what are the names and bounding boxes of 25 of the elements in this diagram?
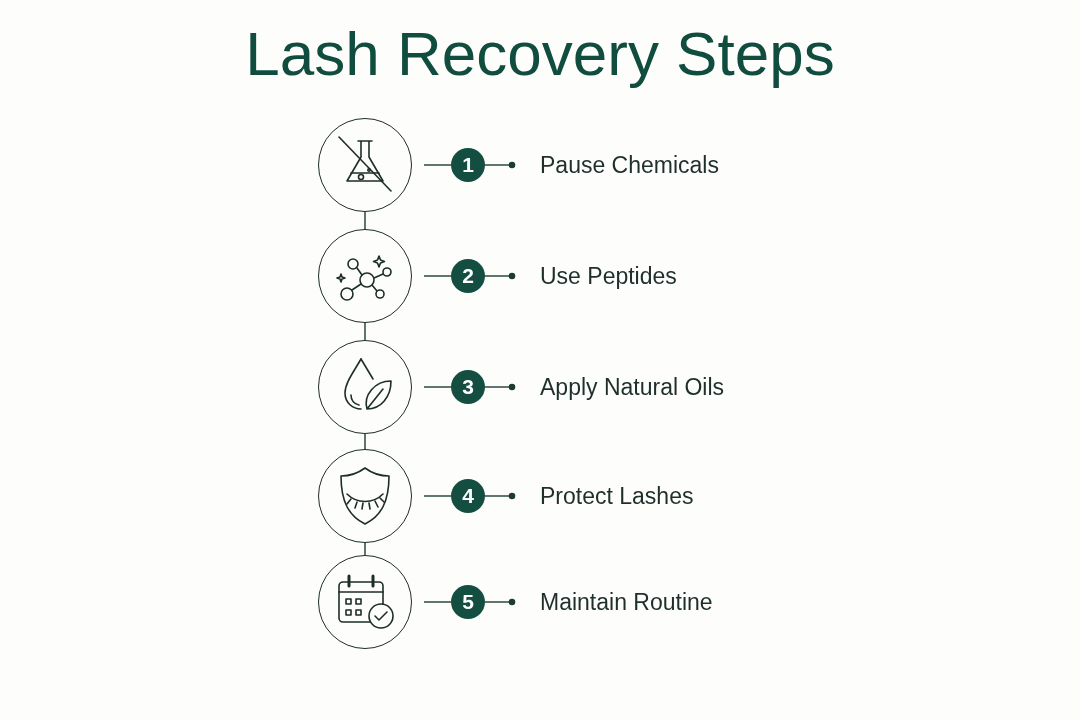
connector-line [423, 601, 452, 603]
step-label: Maintain Routine [539, 588, 713, 616]
dot-connector [484, 492, 516, 500]
connector-line [364, 322, 366, 341]
step-number: 4 [451, 479, 485, 513]
dot-connector [484, 383, 516, 391]
step-number: 2 [451, 259, 485, 293]
dot-connector [484, 598, 516, 606]
step-label: Pause Chemicals [539, 151, 719, 179]
step-label: Protect Lashes [539, 482, 694, 510]
connector-line [423, 275, 452, 277]
connector-line [364, 542, 366, 556]
connector-line [423, 386, 452, 388]
connector-line [364, 433, 366, 450]
step-number: 1 [451, 148, 485, 182]
step-label: Use Peptides [539, 262, 677, 290]
step-label: Apply Natural Oils [539, 373, 725, 401]
step-number: 3 [451, 370, 485, 404]
connector-line [423, 495, 452, 497]
title: Lash Recovery Steps [244, 18, 836, 89]
dot-connector [484, 272, 516, 280]
connector-line [423, 164, 452, 166]
step-number: 5 [451, 585, 485, 619]
connector-line [364, 211, 366, 230]
dot-connector [484, 161, 516, 169]
